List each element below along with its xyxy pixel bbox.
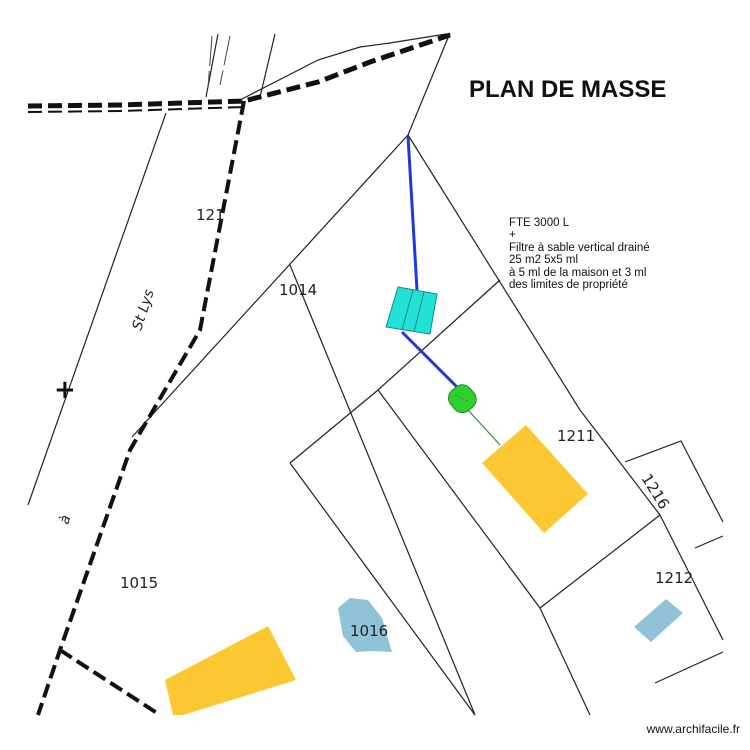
site-credit: www.archifacile.fr [646, 722, 740, 736]
pipes [400, 135, 501, 446]
installation-note: FTE 3000 L + Filtre à sable vertical dra… [509, 217, 650, 291]
note-line: Filtre à sable vertical drainé [509, 241, 650, 254]
note-line: + [509, 229, 516, 242]
fte-tank-icon [385, 286, 438, 335]
house-1211 [482, 425, 588, 533]
note-line: FTE 3000 L [509, 217, 570, 229]
pools [338, 598, 683, 652]
parcel-label-1212: 1212 [655, 569, 693, 587]
note-line: des limites de propriété [509, 279, 628, 292]
road-edge-lines [207, 35, 231, 89]
note-line: à 5 ml de la maison et 3 ml [509, 266, 647, 279]
pipe-blue-top [406, 135, 419, 291]
houses [165, 425, 588, 715]
parcel-label-1016: 1016 [350, 622, 388, 640]
parcel-label-1015: 1015 [120, 574, 158, 592]
pipe-blue-middle [400, 330, 462, 392]
parcel-boundaries [27, 32, 724, 716]
sand-filter-icon [448, 384, 477, 414]
cadastral-marker: + [54, 375, 76, 405]
house-1015 [165, 626, 296, 715]
page-title: PLAN DE MASSE [469, 76, 667, 103]
road-dashes [27, 32, 451, 717]
parcel-label-1014: 1014 [279, 281, 317, 299]
parcel-label-121: 121 [196, 206, 225, 224]
shed-1212 [634, 599, 683, 642]
pipe-green [467, 409, 501, 446]
note-line: 25 m2 5x5 ml [509, 254, 579, 267]
parcel-label-1211: 1211 [557, 427, 595, 445]
pool-1016 [338, 598, 392, 652]
